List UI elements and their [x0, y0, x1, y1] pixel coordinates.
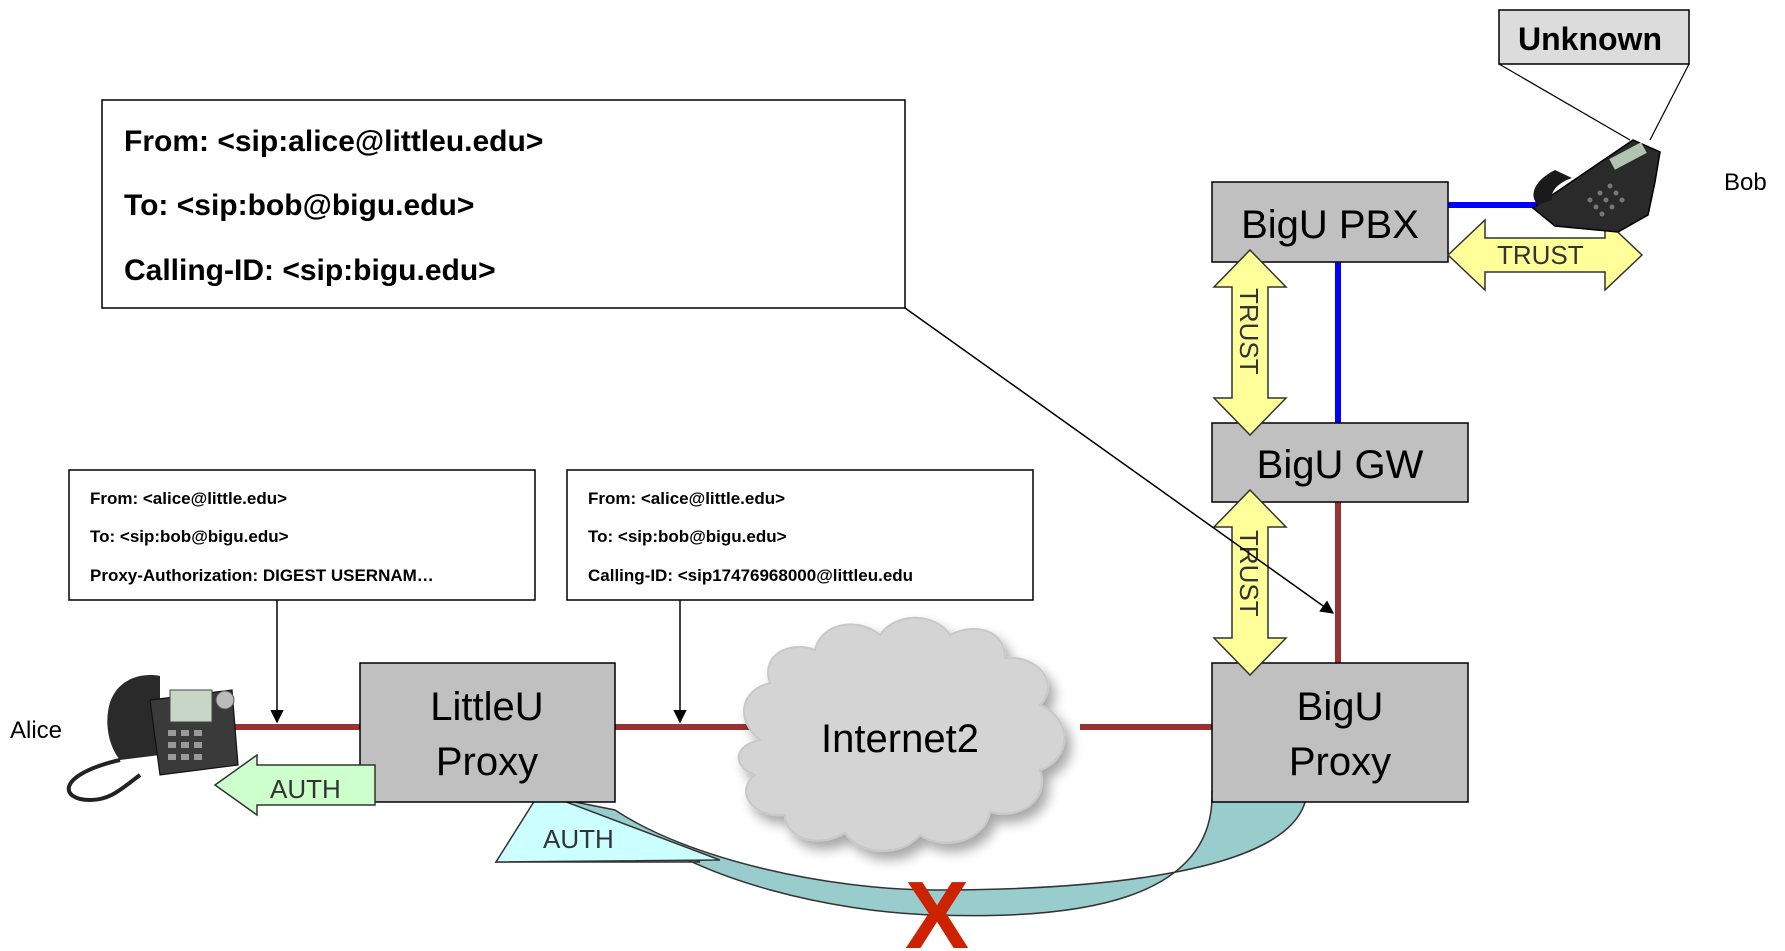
littleu-proxy-line2: Proxy: [436, 740, 538, 784]
internet2-cloud: Internet2: [737, 616, 1066, 852]
alice-label: Alice: [10, 717, 62, 744]
trust-arrow-pbx-gw: TRUST: [1212, 248, 1288, 437]
bigu-gw-label: BigU GW: [1257, 443, 1424, 487]
middle-header-box: From: <alice@little.edu> To: <sip:bob@bi…: [566, 469, 1034, 601]
pointer-arrows: [270, 307, 1335, 724]
auth-return-arc: AUTH: [494, 791, 1308, 917]
blocked-x-mark: X: [905, 862, 969, 951]
bigu-proxy-line1: BigU: [1297, 685, 1384, 729]
left-header-from: From: <alice@little.edu>: [90, 489, 287, 508]
trust-arrow-gw-proxy: TRUST: [1212, 488, 1288, 677]
auth-alice-label: AUTH: [270, 774, 341, 804]
unknown-callout: Unknown: [1498, 9, 1690, 141]
littleu-proxy-line1: LittleU: [430, 685, 543, 729]
main-header-calling: Calling-ID: <sip:bigu.edu>: [124, 254, 496, 287]
bob-phone-icon: [1531, 139, 1661, 233]
internet2-label: Internet2: [821, 717, 979, 761]
node-littleu-proxy: LittleU Proxy: [359, 662, 616, 803]
bob-label: Bob: [1724, 169, 1767, 196]
auth-alice-arrow: AUTH: [213, 753, 376, 817]
middle-header-from: From: <alice@little.edu>: [588, 489, 785, 508]
trust-arrow-pbx-phone: TRUST: [1446, 218, 1644, 292]
unknown-label: Unknown: [1518, 21, 1662, 57]
pointer-main-header: [904, 307, 1335, 614]
node-bigu-pbx: BigU PBX: [1211, 181, 1449, 263]
main-header-box: From: <sip:alice@littleu.edu> To: <sip:b…: [101, 99, 906, 309]
trust-gw-proxy-label: TRUST: [1234, 530, 1264, 617]
alice-phone-icon: [66, 675, 239, 803]
auth-curve-label: AUTH: [543, 824, 614, 854]
auth-curve-arrowhead: [494, 791, 721, 863]
main-header-to: To: <sip:bob@bigu.edu>: [124, 189, 474, 222]
trust-pbx-phone-label: TRUST: [1497, 240, 1584, 270]
node-bigu-gw: BigU GW: [1211, 422, 1469, 503]
links: [225, 202, 1620, 730]
bigu-pbx-label: BigU PBX: [1241, 203, 1419, 247]
left-header-auth: Proxy-Authorization: DIGEST USERNAM…: [90, 566, 434, 585]
middle-header-to: To: <sip:bob@bigu.edu>: [588, 527, 787, 546]
trust-pbx-gw-label: TRUST: [1234, 288, 1264, 375]
bigu-proxy-line2: Proxy: [1289, 740, 1391, 784]
left-header-to: To: <sip:bob@bigu.edu>: [90, 527, 289, 546]
middle-header-calling: Calling-ID: <sip17476968000@littleu.edu: [588, 566, 913, 585]
node-bigu-proxy: BigU Proxy: [1211, 662, 1469, 803]
left-header-box: From: <alice@little.edu> To: <sip:bob@bi…: [68, 469, 536, 601]
main-header-from: From: <sip:alice@littleu.edu>: [124, 125, 543, 158]
